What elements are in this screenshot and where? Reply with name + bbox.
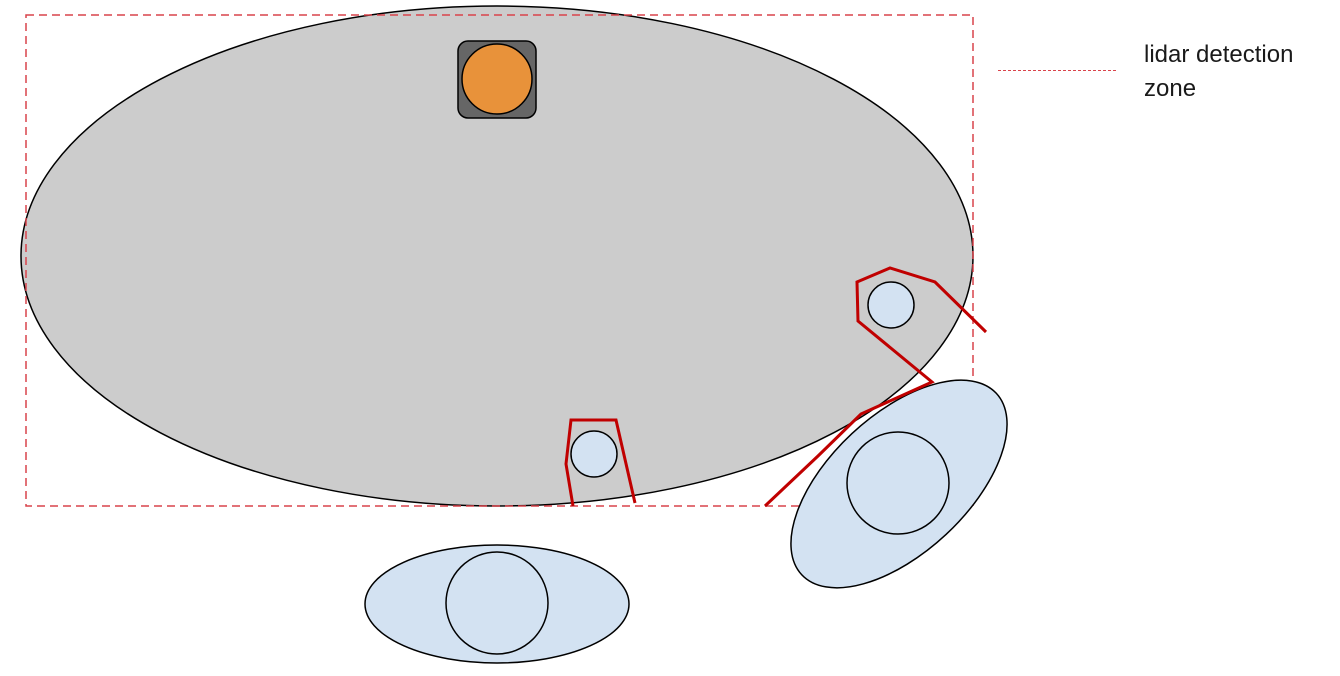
legend-dashed-line — [998, 70, 1116, 71]
lidar-detection-zone — [25, 14, 974, 507]
red-path-right — [763, 266, 988, 508]
lidar-sensor-icon — [457, 40, 537, 119]
bottom-oval-object — [364, 544, 630, 664]
small-object-right — [867, 281, 915, 329]
bottom-oval-inner-circle — [445, 551, 549, 655]
small-object-bottom — [570, 430, 618, 478]
red-path-bottom — [564, 418, 637, 507]
legend-label: lidar detection zone — [1144, 41, 1294, 102]
lidar-sensor-dome — [461, 43, 533, 115]
tilted-oval-inner-circle — [846, 431, 950, 535]
tilted-oval-object — [790, 379, 1008, 589]
